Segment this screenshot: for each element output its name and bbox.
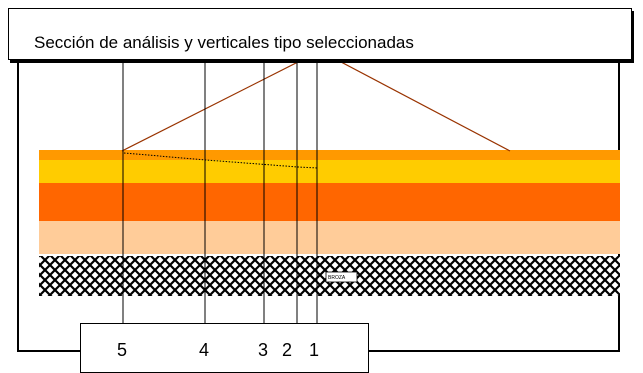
vertical-label-1: 1 — [309, 340, 320, 360]
layer-top — [39, 150, 620, 160]
broza-label: BROZA — [325, 271, 358, 283]
diagram-title: Sección de análisis y verticales tipo se… — [34, 33, 414, 52]
vertical-label-3: 3 — [258, 340, 269, 360]
vertical-numbers-box: 5 4 3 2 1 — [80, 323, 369, 373]
title-box: Sección de análisis y verticales tipo se… — [8, 8, 632, 60]
vertical-label-5: 5 — [117, 340, 128, 360]
svg-text:BROZA: BROZA — [328, 275, 346, 281]
layer-yellow — [39, 160, 620, 183]
vertical-label-4: 4 — [199, 340, 210, 360]
layer-orange — [39, 183, 620, 221]
layer-peach — [39, 221, 620, 254]
vertical-label-2: 2 — [282, 340, 293, 360]
embankment-outline — [121, 61, 511, 152]
